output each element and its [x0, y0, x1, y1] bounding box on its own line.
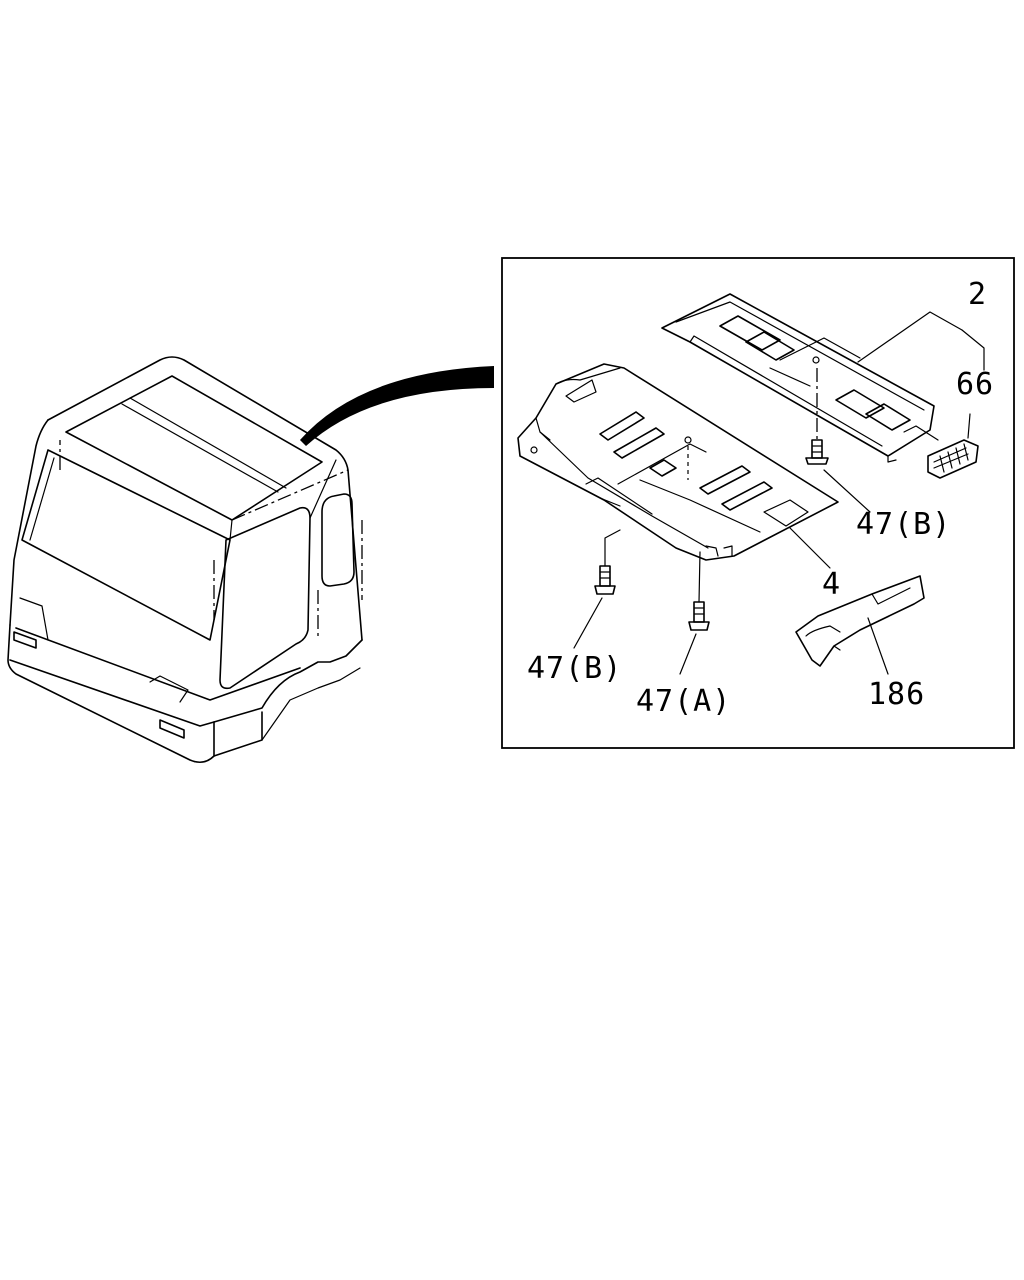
label-part-186: 186	[868, 677, 925, 712]
label-part-47a: 47(A)	[636, 684, 731, 719]
detail-frame	[501, 257, 1015, 749]
screw-47a	[688, 551, 710, 631]
label-part-2: 2	[968, 277, 987, 312]
screw-47b-left	[594, 529, 621, 595]
leader-lines	[573, 311, 985, 675]
part-66-vent-grille	[927, 439, 979, 479]
label-part-47b-left: 47(B)	[527, 651, 622, 686]
detail-leader-curve	[300, 366, 494, 446]
label-part-4: 4	[822, 567, 841, 602]
label-part-66: 66	[956, 367, 994, 402]
truck-cab-outline	[7, 356, 363, 764]
part-4-headliner	[517, 363, 839, 561]
part-186-trim	[795, 575, 925, 667]
label-part-47b-right: 47(B)	[856, 507, 951, 542]
part-2-rear-panel	[661, 293, 939, 463]
screw-47b-right	[805, 368, 829, 465]
